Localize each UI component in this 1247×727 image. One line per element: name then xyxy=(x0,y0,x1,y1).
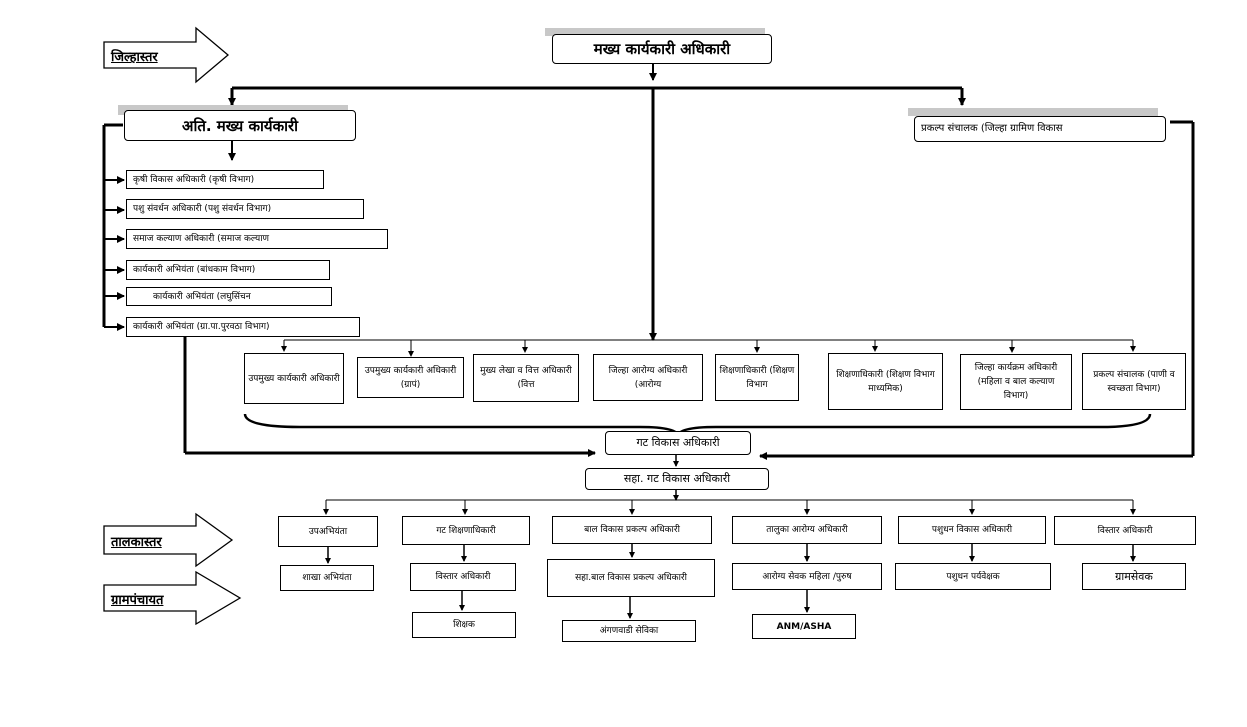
ceo-shadow xyxy=(545,28,765,36)
sub-anganwadi: अंगणवाडी सेविका xyxy=(562,620,696,642)
sub-anm-asha: ANM/ASHA xyxy=(752,614,856,639)
project-director-box: प्रकल्प संचालक (जिल्हा ग्रामिण विकास xyxy=(914,116,1166,142)
asst-bdo-box: सहा. गट विकास अधिकारी xyxy=(585,468,769,490)
dept-agriculture: कृषी विकास अधिकारी (कृषी विभाग) xyxy=(126,170,324,189)
village-gramsevak: ग्रामसेवक xyxy=(1082,563,1186,590)
taluka-extension: विस्तार अधिकारी xyxy=(1054,516,1196,545)
dept-water-supply: कार्यकारी अभियंता (ग्रा.पा.पुरवठा विभाग) xyxy=(126,317,360,337)
project-director-shadow xyxy=(908,108,1158,116)
officer-district-health: जिल्हा आरोग्य अधिकारी (आरोग्य xyxy=(593,354,703,401)
taluka-child-dev: बाल विकास प्रकल्प अधिकारी xyxy=(552,516,712,544)
taluka-health: तालुका आरोग्य अधिकारी xyxy=(732,516,882,544)
taluka-block-education: गट शिक्षणाधिकारी xyxy=(402,516,530,545)
village-branch-engineer: शाखा अभियंता xyxy=(280,565,374,591)
level-label-district: जिल्हास्तर xyxy=(111,50,158,65)
taluka-deputy-engineer: उपअभियंता xyxy=(278,516,378,547)
officer-women-child: जिल्हा कार्यक्रम अधिकारी (महिला व बाल कल… xyxy=(960,354,1072,410)
village-asst-child-dev: सहा.बाल विकास प्रकल्प अधिकारी xyxy=(547,559,715,597)
officer-education-primary: शिक्षणाधिकारी (शिक्षण विभाग xyxy=(715,354,799,401)
dept-construction: कार्यकारी अभियंता (बांधकाम विभाग) xyxy=(126,260,330,280)
officer-deputy-ceo-gp: उपमुख्य कार्यकारी अधिकारी (ग्रापं) xyxy=(357,357,464,398)
level-label-taluka: तालकास्तर xyxy=(111,535,162,550)
officer-chief-accounts: मुख्य लेखा व वित्त अधिकारी (वित्त xyxy=(473,354,579,402)
dept-animal-husbandry: पशु संवर्धन अधिकारी (पशु संवर्धन विभाग) xyxy=(126,199,364,219)
village-extension-officer: विस्तार अधिकारी xyxy=(410,563,516,591)
village-livestock-supervisor: पशुधन पर्यवेक्षक xyxy=(895,563,1051,590)
dept-minor-irrigation: कार्यकारी अभियंता (लघुसिंचन xyxy=(126,287,332,306)
bdo-box: गट विकास अधिकारी xyxy=(605,431,751,455)
level-label-grampanchayat: ग्रामपंचायत xyxy=(111,593,164,608)
officer-water-sanitation: प्रकल्प संचालक (पाणी व स्वच्छता विभाग) xyxy=(1082,353,1186,410)
village-health-worker: आरोग्य सेवक महिला /पुरुष xyxy=(732,563,882,590)
taluka-livestock: पशुधन विकास अधिकारी xyxy=(898,516,1046,544)
ceo-box: मख्य कार्यकारी अधिकारी xyxy=(552,34,772,64)
sub-teacher: शिक्षक xyxy=(412,612,516,638)
officer-education-secondary: शिक्षणाधिकारी (शिक्षण विभाग माध्यमिक) xyxy=(828,353,943,410)
officer-deputy-ceo: उपमुख्य कार्यकारी अधिकारी xyxy=(244,353,344,404)
dept-social-welfare: समाज कल्याण अधिकारी (समाज कल्याण xyxy=(126,229,388,249)
addl-ceo-box: अति. मख्य कार्यकारी xyxy=(124,110,356,141)
